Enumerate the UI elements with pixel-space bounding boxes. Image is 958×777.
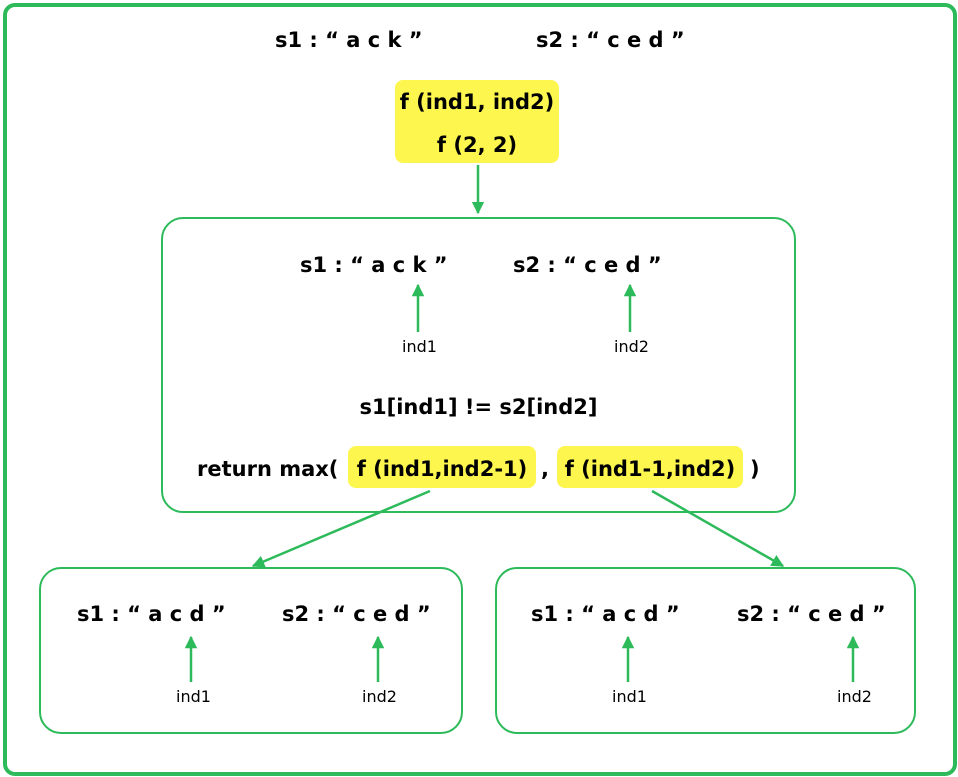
left-child-box <box>39 567 463 734</box>
right-child-box <box>495 567 916 734</box>
right-call-highlight <box>557 446 743 488</box>
left-child-s2-label: s2 : “ c e d ” <box>282 602 431 626</box>
middle-s1-label: s1 : “ a c k ” <box>300 253 448 277</box>
right-child-s2-label: s2 : “ c e d ” <box>737 602 886 626</box>
middle-ind2-label: ind2 <box>614 337 649 356</box>
right-child-s1-label: s1 : “ a c d ” <box>531 602 680 626</box>
left-child-s1-label: s1 : “ a c d ” <box>77 602 226 626</box>
top-s1-label: s1 : “ a c k ” <box>275 28 423 52</box>
root-call-generic: f (ind1, ind2) <box>399 90 555 114</box>
right-recursive-call: f (ind1-1,ind2) <box>564 457 736 481</box>
middle-condition: s1[ind1] != s2[ind2] <box>359 395 598 419</box>
left-branch-arrow <box>251 489 431 568</box>
left-recursive-call: f (ind1,ind2-1) <box>356 457 528 481</box>
right-child-ind2-label: ind2 <box>837 687 872 706</box>
left-child-ind1-label: ind1 <box>176 687 211 706</box>
right-child-ind1-label: ind1 <box>612 687 647 706</box>
left-call-highlight <box>348 446 536 488</box>
middle-node-box <box>161 217 796 513</box>
middle-s2-label: s2 : “ c e d ” <box>513 253 662 277</box>
root-call-concrete: f (2, 2) <box>436 133 518 157</box>
return-comma: , <box>541 457 549 481</box>
left-child-ind2-label: ind2 <box>362 687 397 706</box>
top-s2-label: s2 : “ c e d ” <box>536 28 685 52</box>
diagram-frame <box>3 3 957 776</box>
return-suffix: ) <box>750 457 760 481</box>
right-branch-arrow <box>651 489 785 568</box>
root-call-box <box>395 80 559 163</box>
return-prefix: return max( <box>197 457 339 481</box>
middle-ind1-label: ind1 <box>402 337 437 356</box>
